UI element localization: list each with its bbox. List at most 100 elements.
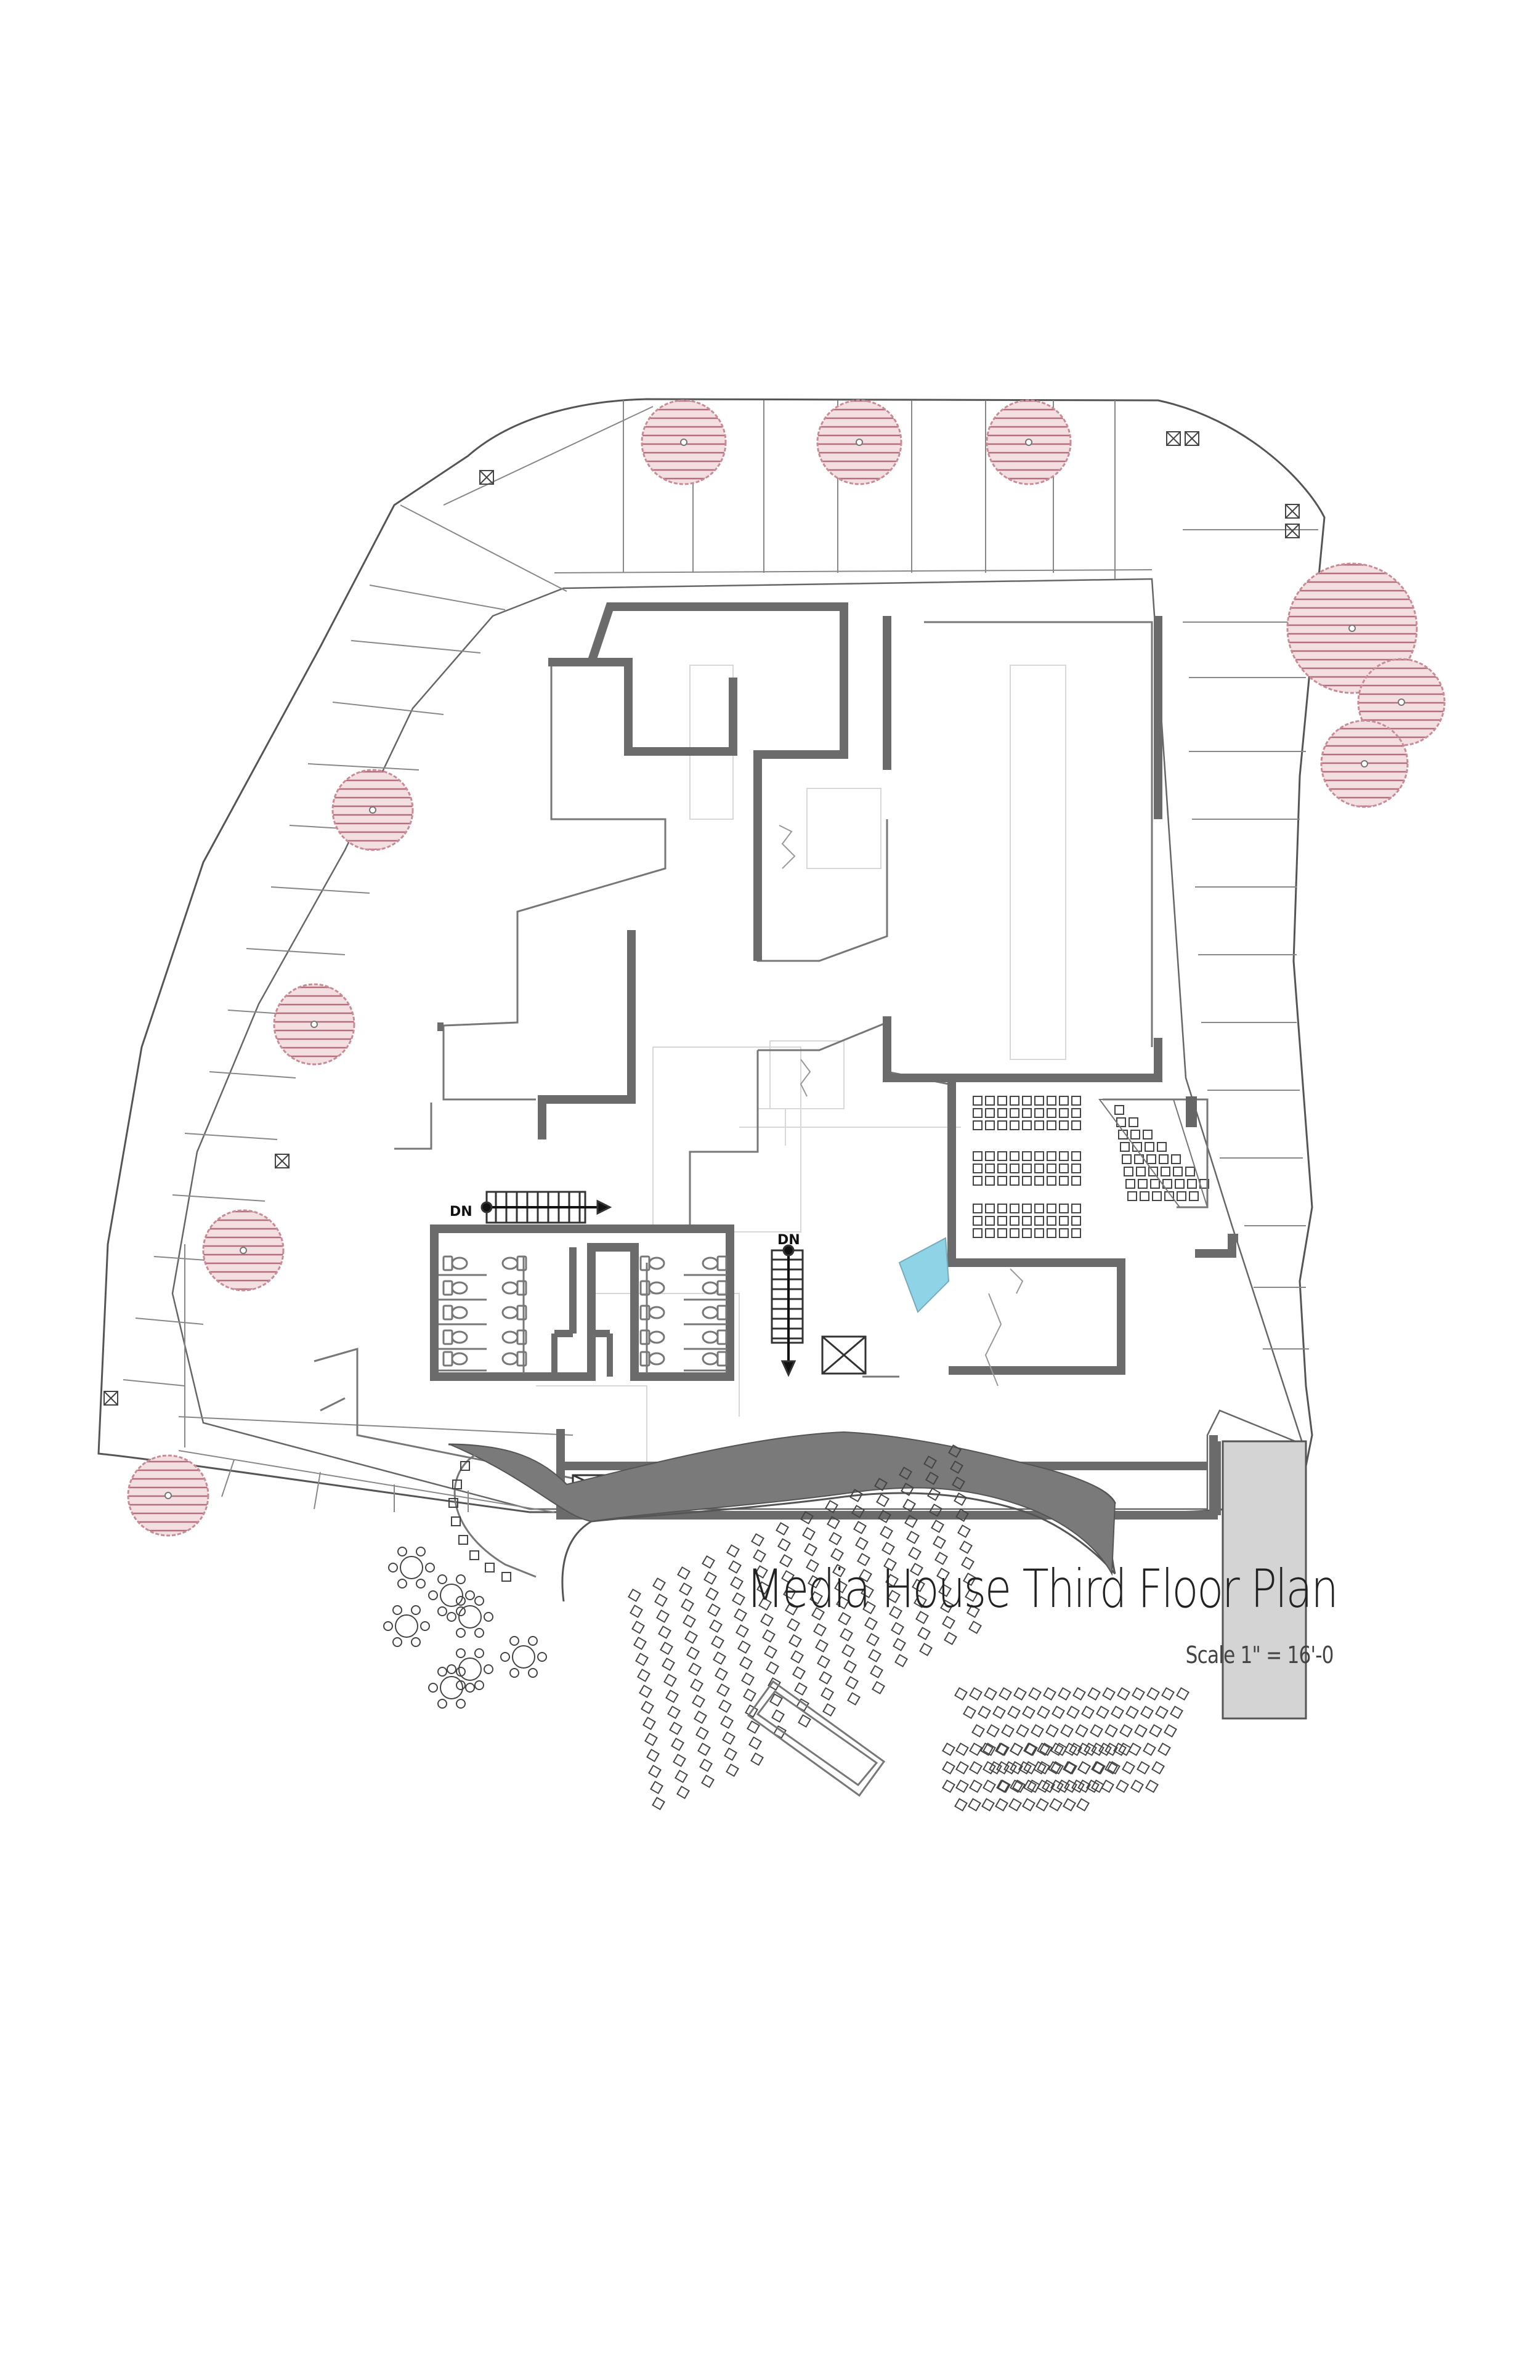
chair-icon [1071,1120,1081,1130]
chair-icon [1010,1228,1019,1238]
chair-icon [1091,1761,1104,1775]
chair-icon [1047,1176,1056,1186]
toilet-icon [639,1351,665,1367]
chair-icon [1187,1179,1197,1189]
chair-icon [973,1151,983,1161]
chair-icon [1117,1687,1130,1701]
toilet-icon [702,1280,727,1296]
chair-icon [726,1544,740,1558]
chair-icon [1122,1761,1135,1775]
chair-icon [973,1108,983,1118]
chair-icon [912,1579,925,1592]
chair-icon [676,1786,690,1799]
chair-icon [942,1761,955,1775]
chair-icon [1129,1117,1138,1127]
chair-icon [652,1797,665,1810]
chair-icon [969,1779,983,1793]
toilet-icon [501,1305,527,1321]
chair-icon [469,1550,479,1560]
chair-icon [894,1654,908,1667]
chair-icon [1058,1687,1071,1701]
chair-icon [997,1204,1007,1213]
chair-icon [755,1565,768,1579]
chair-icon [906,1531,920,1544]
chair-icon [718,1699,732,1713]
chair-icon [1022,1108,1032,1118]
chair-icon [451,1516,461,1526]
chair-icon [1023,1779,1037,1793]
chair-icon [942,1616,955,1629]
chair-icon [1001,1724,1015,1738]
chair-icon [715,1667,728,1681]
chair-icon [1037,1779,1050,1793]
chair-icon [1022,1798,1035,1811]
chair-icon [1138,1179,1148,1189]
chair-icon [910,1563,923,1576]
chair-icon [819,1671,832,1685]
chair-icon [923,1455,937,1469]
chair-icon [997,1151,1007,1161]
chair-icon [959,1540,973,1554]
chair-icon [637,1669,650,1682]
chair-icon [1125,1706,1139,1719]
chair-icon [448,1498,458,1508]
chair-icon [644,1733,658,1746]
chair-icon [1116,1779,1129,1793]
chair-icon [1076,1798,1090,1811]
chair-icon [942,1742,955,1756]
chair-icon [736,1624,749,1638]
restroom-core [430,1224,734,1381]
chair-icon [915,1611,929,1624]
chair-icon [734,1608,747,1622]
chair-icon [838,1612,851,1625]
chair-icon [1136,1167,1146,1176]
chair-icon [902,1499,916,1512]
site-boundary [97,398,1326,1513]
toilet-icon [501,1280,527,1296]
chair-icon [1037,1706,1050,1719]
chair-icon [1008,1798,1022,1811]
chair-icon [811,1607,825,1621]
chair-icon [1047,1151,1056,1161]
chair-icon [662,1658,675,1671]
chair-icon [460,1461,470,1471]
chair-icon [1064,1779,1077,1793]
chair-icon [785,1602,798,1616]
toilet-stalls-right [639,1255,727,1372]
chair-icon [658,1625,671,1639]
tree-icon [1320,719,1409,808]
chair-icon [1012,1779,1026,1793]
site-grid-right [1183,529,1318,1350]
chair-icon [1059,1228,1069,1238]
chair-icon [781,1570,795,1584]
chair-icon [1034,1164,1044,1173]
chair-icon [692,1694,705,1708]
chair-icon [985,1096,995,1106]
chair-icon [1039,1742,1053,1756]
chair-icon [1104,1761,1118,1775]
chair-icon [1148,1167,1158,1176]
chair-icon [1037,1742,1050,1756]
chair-icon [699,1759,713,1772]
chair-icon [1050,1761,1064,1775]
chair-icon [1059,1151,1069,1161]
chair-icon [1164,1191,1174,1201]
chair-icon [821,1687,834,1701]
chair-icon [1101,1779,1114,1793]
chair-icon [874,1478,888,1491]
chair-icon [1171,1154,1181,1164]
round-table-icon [500,1636,547,1678]
chair-icon [899,1467,912,1480]
chair-icon [1077,1742,1091,1756]
chair-icon [914,1595,927,1608]
chair-icon [1059,1216,1069,1226]
chair-icon [973,1204,983,1213]
chair-icon [798,1714,811,1728]
chair-icon [985,1151,995,1161]
cafe-bench-chairs [448,1461,511,1582]
chair-icon [648,1765,662,1778]
chair-icon [936,1568,950,1581]
chair-icon [1059,1164,1069,1173]
chair-icon [771,1709,785,1723]
tree-icon [331,769,414,851]
